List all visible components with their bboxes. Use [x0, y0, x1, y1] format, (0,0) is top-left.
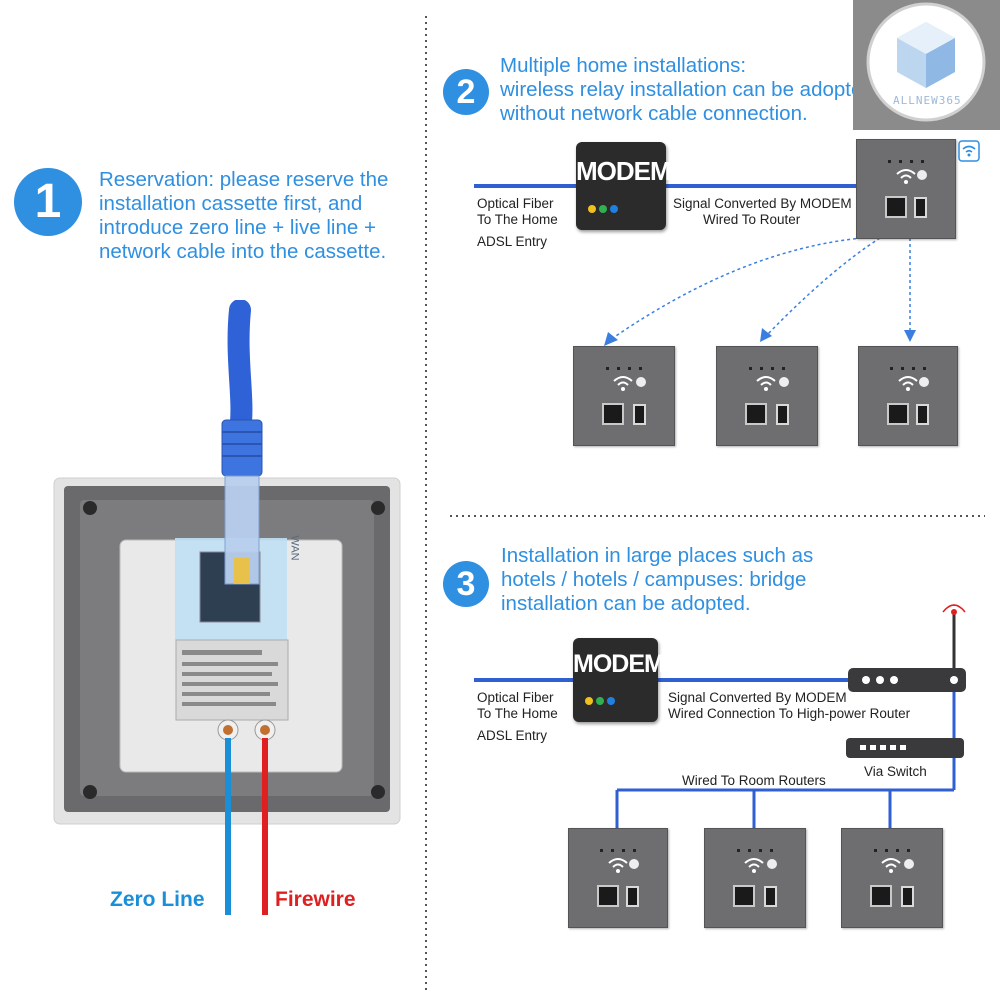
relay-panel-1 — [573, 346, 675, 446]
wifi-icon — [896, 169, 916, 184]
usb-port — [914, 197, 927, 218]
wifi-icon — [744, 858, 764, 873]
modem-device: MODEM — [576, 142, 672, 230]
relay-panel-3 — [858, 346, 958, 446]
signal-label: Signal Converted By MODEM Wired To Route… — [673, 196, 852, 227]
power-button — [917, 170, 927, 180]
firewire-label: Firewire — [275, 888, 356, 911]
network-switch-icon — [846, 738, 964, 758]
watermark-logo-icon — [866, 2, 986, 122]
relay-panel-2 — [716, 346, 818, 446]
wifi-icon — [898, 376, 918, 391]
step-3-badge: 3 — [443, 561, 489, 607]
modem-label-3: MODEM — [573, 650, 665, 678]
switch-label: Via Switch — [864, 764, 927, 779]
step-1-badge: 1 — [14, 168, 82, 236]
room-router-panel-3 — [841, 828, 943, 928]
main-router-panel — [856, 139, 956, 239]
step-2-badge: 2 — [443, 69, 489, 115]
fiber-label-3: Optical Fiber To The Home — [477, 690, 558, 721]
adsl-label-3: ADSL Entry — [477, 728, 548, 743]
watermark-text: ALLNEW365 — [893, 94, 962, 107]
step-2-description: Multiple home installations: wireless re… — [500, 54, 874, 125]
signal-label-3: Signal Converted By MODEM Wired Connecti… — [668, 690, 911, 721]
wifi-icon — [881, 858, 901, 873]
wifi-icon — [608, 858, 628, 873]
adsl-label: ADSL Entry — [477, 234, 548, 249]
modem-status-leds — [588, 200, 621, 218]
wall-socket-illustration — [53, 300, 401, 915]
step-3-description: Installation in large places such as hot… — [501, 544, 814, 615]
room-router-panel-2 — [704, 828, 806, 928]
step-1-description: Reservation: please reserve the installa… — [99, 168, 389, 263]
watermark-logo: ALLNEW365 — [853, 0, 1000, 130]
modem-device-3: MODEM — [573, 638, 665, 722]
fiber-label: Optical Fiber To The Home — [477, 196, 558, 227]
modem-status-leds — [585, 692, 618, 710]
wifi-icon — [756, 376, 776, 391]
rj45-port — [885, 196, 907, 218]
wifi-badge-icon — [958, 140, 980, 162]
high-power-router-icon — [848, 604, 966, 692]
room-router-panel-1 — [568, 828, 668, 928]
rooms-label: Wired To Room Routers — [682, 773, 826, 788]
modem-label: MODEM — [576, 156, 672, 186]
wifi-icon — [613, 376, 633, 391]
zero-line-label: Zero Line — [110, 888, 205, 911]
